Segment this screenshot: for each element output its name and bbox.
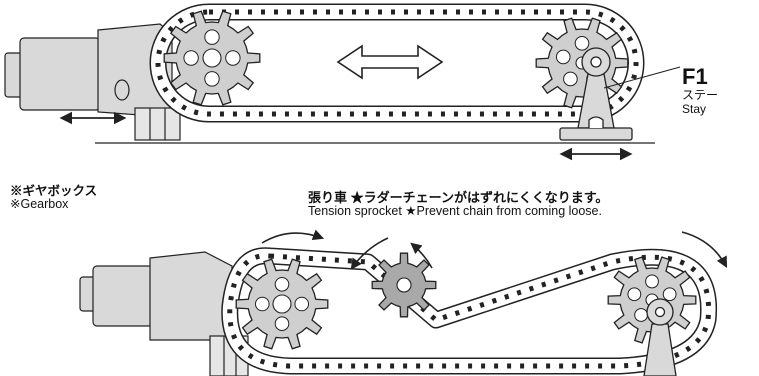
rotation-arrow-icon — [350, 237, 389, 270]
drive-sprocket-bottom — [235, 258, 329, 350]
rotation-arrow-icon — [681, 231, 728, 268]
stay-label-jp: ステー — [682, 88, 719, 102]
stay-bottom — [643, 298, 677, 376]
idler-sprocket-bottom — [607, 256, 697, 344]
gearbox-label-jp: ※ギヤボックス — [10, 184, 98, 198]
leader-line — [603, 66, 681, 89]
top-assembly — [4, 3, 681, 161]
tension-note-jp: 張り車 ★ラダーチェーンがはずれにくくなります。 — [308, 190, 609, 205]
bottom-assembly — [79, 229, 728, 376]
rotation-arrow-icon — [410, 242, 433, 269]
rotation-arrow-icon — [261, 229, 325, 244]
adjust-double-arrow-icon — [336, 44, 444, 80]
part-id-label: F1 — [682, 64, 708, 89]
gearbox-label-en: ※Gearbox — [10, 197, 69, 211]
drive-sprocket-top — [163, 10, 261, 106]
stay-f1 — [559, 47, 633, 141]
tension-note-en: Tension sprocket ★Prevent chain from com… — [308, 204, 602, 218]
tension-sprocket — [371, 252, 437, 318]
stay-label-en: Stay — [682, 102, 707, 116]
